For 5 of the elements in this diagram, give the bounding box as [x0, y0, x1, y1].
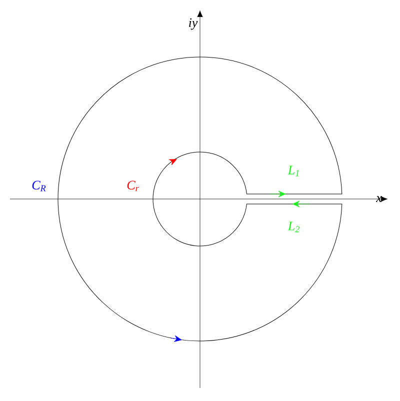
- contour-label: C$_{r}$: [127, 180, 139, 192]
- axis-label: iy: [189, 18, 198, 30]
- contour-label: C$_{R}$: [32, 180, 46, 192]
- contour-label: L$_{1}$: [288, 166, 299, 176]
- contour-label: L$_{2}$: [288, 222, 300, 232]
